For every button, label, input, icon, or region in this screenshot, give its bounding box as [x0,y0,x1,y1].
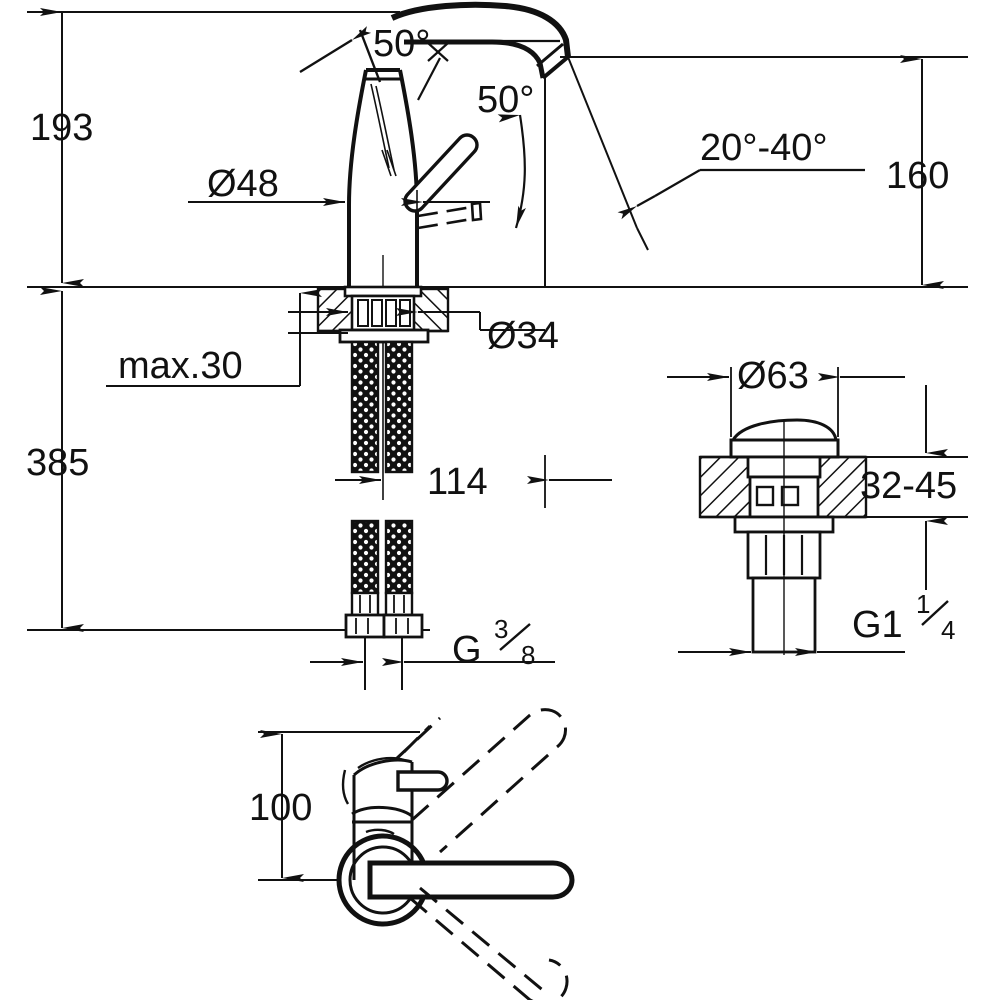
label-thread-g38: G 3 8 [452,614,535,671]
label-100: 100 [249,787,312,829]
svg-text:1: 1 [916,589,930,619]
plan-lever-phantom-raised-stub [393,716,442,762]
label-angle-20-40: 20°-40° [700,127,828,169]
angle-50-left-arrow [299,26,372,74]
svg-text:G: G [452,629,482,671]
spout-outlet-tip [541,55,570,80]
angle-50-right-arc [497,114,526,229]
faucet-internal-line-2 [375,85,395,171]
top-plan-view [258,708,575,1000]
label-385: 385 [26,442,89,484]
spout-arm-outer [390,1,571,58]
mounting-shank [338,285,430,344]
label-thread-g114: G1 1 4 [852,589,955,646]
faucet-internal-line-4 [386,149,397,177]
supply-hose-lower-pair [350,519,414,617]
plan-lever-handle [367,860,575,900]
plan-body-shoulder [351,805,413,818]
plan-body-top-edge [352,758,413,777]
plan-body-detail-2 [341,769,350,805]
drain-port-left [755,485,775,507]
supply-hose-upper-pair [350,340,414,474]
faucet-internal-line-3 [381,149,392,177]
dimension-114 [335,455,612,508]
dimension-labels: 193 385 160 Ø48 Ø34 max.30 114 G 3 8 50°… [26,23,957,829]
plan-lever-phantom-upper [411,708,567,854]
dimension-d48 [188,190,490,280]
angle-50-right-ray [417,57,441,101]
hose-connector-nuts [344,613,424,639]
lever-handle-horizontal-cap [470,201,483,222]
plan-lever-phantom-lower-cap [530,958,569,1000]
dimension-d34 [288,308,545,331]
angle-pivot-crosshair-v [427,42,449,62]
svg-text:3: 3 [494,614,508,644]
drain-valve-section-view [667,367,968,656]
svg-text:4: 4 [941,615,955,645]
label-d34: Ø34 [487,315,559,357]
plan-lever-stub-raised [396,770,449,792]
label-114: 114 [427,461,488,503]
label-angle-50-right: 50° [477,79,534,121]
dimension-32-45 [866,385,968,590]
label-d63: Ø63 [737,355,809,397]
dimension-max30 [106,289,348,387]
lever-handle-horizontal-phantom [417,204,479,230]
label-angle-50-left: 50° [373,23,430,65]
label-193: 193 [30,107,93,149]
faucet-body-right [398,69,419,287]
label-d48: Ø48 [207,163,279,205]
drain-port-right [780,485,800,507]
plan-body-detail-1 [365,828,395,836]
label-max30: max.30 [118,345,243,387]
swivel-leader-arrow [617,195,656,220]
plan-body-detail-3 [357,756,405,769]
swivel-range-line-2 [636,227,649,251]
dimension-d63 [667,367,905,437]
label-160: 160 [886,155,949,197]
label-32-45: 32-45 [860,465,957,507]
svg-text:8: 8 [521,640,535,670]
front-elevation-view [27,1,968,690]
svg-text:G1: G1 [852,604,903,646]
faucet-body-left [347,69,368,287]
swivel-range-line-1 [567,56,638,229]
spout-tip-face [536,42,564,68]
swivel-leader-elbow [654,169,701,197]
plan-lever-phantom-lower [409,886,546,1000]
faucet-internal-line-1 [370,83,390,169]
